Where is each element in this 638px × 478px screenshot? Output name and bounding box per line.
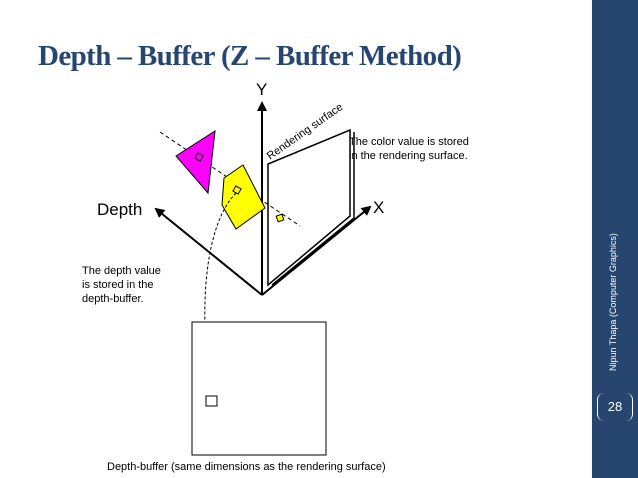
depth-axis [154, 207, 263, 296]
yellow-pixel-marker [232, 185, 242, 195]
color-note-line1: The color value is stored [349, 136, 469, 148]
color-note-line2: in the rendering surface. [349, 150, 468, 162]
magenta-polygon [175, 130, 216, 195]
yellow-polygon [221, 164, 266, 230]
depth-buffer [191, 321, 327, 456]
depth-note-line1: The depth value [82, 265, 161, 277]
y-axis-label: Y [256, 80, 267, 99]
author-credit: Nipun Thapa (Computer Graphics) [608, 233, 618, 371]
slide-title: Depth – Buffer (Z – Buffer Method) [38, 40, 462, 72]
depth-note-line2: is stored in the [82, 279, 154, 291]
depth-axis-label: Depth [97, 200, 142, 219]
magenta-pixel-marker [194, 152, 204, 162]
x-axis [261, 205, 372, 296]
depth-buffer-pixel [205, 395, 218, 407]
surface-pixel-marker [275, 213, 285, 223]
depth-buffer-caption: Depth-buffer (same dimensions as the ren… [107, 461, 386, 473]
x-axis-label: X [373, 198, 384, 217]
depth-note-line3: depth-buffer. [82, 293, 144, 305]
rendering-surface-edge [271, 132, 355, 286]
page-number: 28 [597, 393, 633, 421]
